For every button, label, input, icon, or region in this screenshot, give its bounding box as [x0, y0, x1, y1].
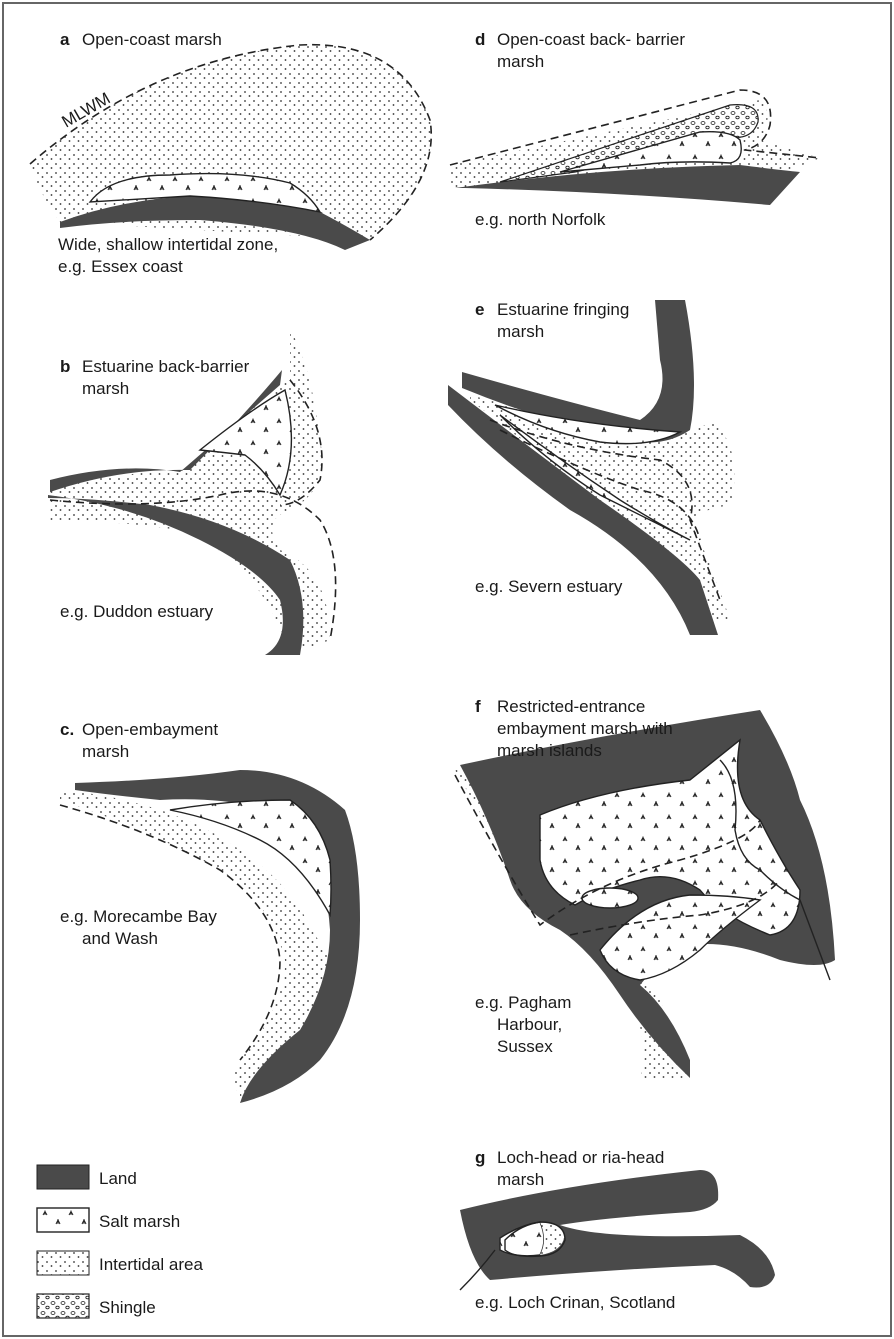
panel-f-example-2: Harbour,	[497, 1015, 562, 1034]
panel-b: b Estuarine back-barrier marsh e.g. Dudd…	[48, 330, 336, 655]
panel-f-title-2: embayment marsh with	[497, 719, 673, 738]
panel-a-line-1: Wide, shallow intertidal zone,	[58, 235, 278, 254]
legend-swatch-intertidal	[37, 1251, 89, 1275]
panel-d-title-1: Open-coast back- barrier	[497, 30, 685, 49]
panel-a-letter: a	[60, 30, 70, 49]
panel-f-marsh-island	[582, 888, 638, 908]
panel-e-letter: e	[475, 300, 484, 319]
legend-label-land: Land	[99, 1169, 137, 1188]
panel-e-title-2: marsh	[497, 322, 544, 341]
panel-a-title: Open-coast marsh	[82, 30, 222, 49]
panel-b-letter: b	[60, 357, 70, 376]
panel-c-title-1: Open-embayment	[82, 720, 218, 739]
panel-d: d Open-coast back- barrier marsh e.g. no…	[450, 30, 820, 229]
legend: Land Salt marsh Intertidal area Shingle	[37, 1165, 203, 1318]
legend-label-intertidal: Intertidal area	[99, 1255, 203, 1274]
panel-f-example-3: Sussex	[497, 1037, 553, 1056]
panel-c-example-1: e.g. Morecambe Bay	[60, 907, 217, 926]
panel-f: f Restricted-entrance embayment marsh wi…	[455, 697, 835, 1080]
legend-swatch-land	[37, 1165, 89, 1189]
panel-g-title-1: Loch-head or ria-head	[497, 1148, 664, 1167]
panel-f-title-3: marsh islands	[497, 741, 602, 760]
panel-c-example-2: and Wash	[82, 929, 158, 948]
panel-d-title-2: marsh	[497, 52, 544, 71]
panel-e: e Estuarine fringing marsh e.g. Severn e…	[448, 300, 735, 635]
panel-c-letter: c.	[60, 720, 74, 739]
legend-swatch-salt-marsh	[37, 1208, 89, 1232]
legend-label-shingle: Shingle	[99, 1298, 156, 1317]
panel-b-title-1: Estuarine back-barrier	[82, 357, 250, 376]
legend-label-salt-marsh: Salt marsh	[99, 1212, 180, 1231]
panel-a-line-2: e.g. Essex coast	[58, 257, 183, 276]
legend-swatch-shingle	[37, 1294, 89, 1318]
panel-a: a Open-coast marsh MLWM Wide, shallow in…	[30, 30, 431, 276]
panel-b-example: e.g. Duddon estuary	[60, 602, 214, 621]
panel-e-example: e.g. Severn estuary	[475, 577, 623, 596]
panel-d-example: e.g. north Norfolk	[475, 210, 606, 229]
panel-e-title-1: Estuarine fringing	[497, 300, 629, 319]
panel-g-title-2: marsh	[497, 1170, 544, 1189]
panel-f-letter: f	[475, 697, 481, 716]
panel-g-letter: g	[475, 1148, 485, 1167]
panel-c-title-2: marsh	[82, 742, 129, 761]
panel-c: c. Open-embayment marsh e.g. Morecambe B…	[60, 720, 360, 1103]
panel-d-letter: d	[475, 30, 485, 49]
panel-b-title-2: marsh	[82, 379, 129, 398]
panel-f-example-1: e.g. Pagham	[475, 993, 571, 1012]
panel-g: g Loch-head or ria-head marsh e.g. Loch …	[460, 1148, 775, 1312]
panel-g-example: e.g. Loch Crinan, Scotland	[475, 1293, 675, 1312]
panel-f-title-1: Restricted-entrance	[497, 697, 645, 716]
